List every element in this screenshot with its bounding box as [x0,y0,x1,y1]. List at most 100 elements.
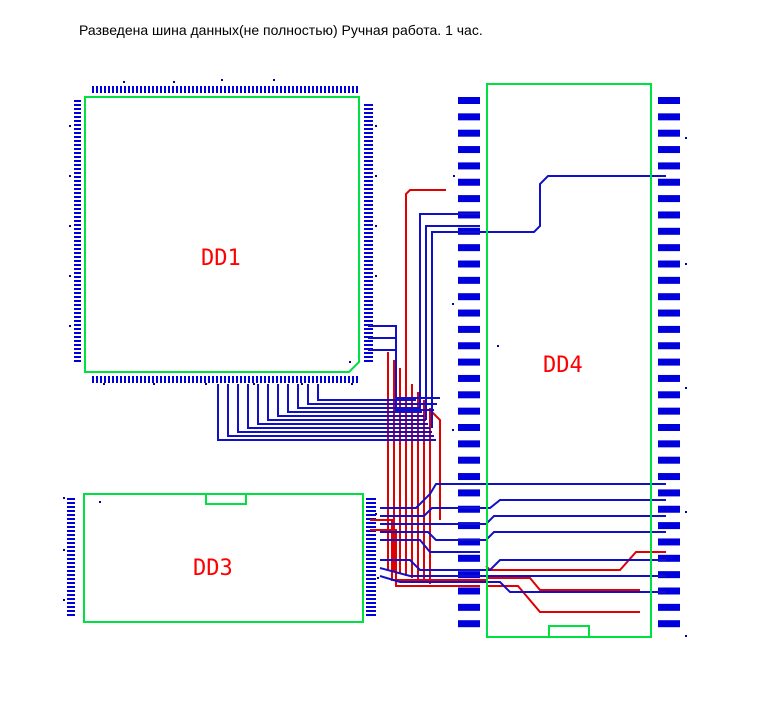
dd4-pad-left [458,554,480,562]
dd4-pad-left [458,129,480,137]
dd1-pad-bottom [256,376,258,383]
dd1-outline[interactable] [84,96,360,373]
dd1-pad-right [364,224,373,226]
dd3-dd4-trace-8[interactable] [379,575,666,593]
dd3-pad-right [366,574,376,576]
dd4-red-trace-1[interactable] [405,189,446,510]
dd4-pad-right [658,538,680,546]
dd3-pad-right [366,506,376,508]
dd1-pad-right [364,188,373,190]
dd3-dd4-trace-2[interactable] [380,499,666,517]
dd1-pad-right [364,252,373,254]
dd4-d0-trace[interactable] [419,213,480,412]
dd3-pad-right [366,550,376,552]
dd1-bus-trace[interactable] [247,384,430,429]
dd4-red-trace-4[interactable] [486,585,640,613]
dd1-pad-left [74,208,81,210]
dd1-bus-trace[interactable] [257,384,428,425]
dd1-bus-trace[interactable] [237,384,432,433]
dd3-pad-right [366,582,376,584]
dd1-pad-top [312,86,314,93]
dd4-pad-right [658,113,680,121]
dd1-bus-trace[interactable] [317,384,416,401]
dd1-pad-top [180,86,182,93]
dd1-pad-bottom [260,376,262,383]
dd3-pad-right [366,602,376,604]
dd1-bus-trace[interactable] [307,384,418,405]
dd1-pad-bottom [156,376,158,383]
dd4-pad-left [458,342,480,350]
dd1-pad-left [74,244,81,246]
via-dot [453,175,455,177]
dd4-pad-right [658,97,680,104]
dd1-bus-trace[interactable] [287,384,422,413]
dd4-long-trace[interactable] [431,175,666,428]
dd1-pad-left [74,192,81,194]
dd1-pad-bottom [248,376,250,383]
dd4-red-trace-5[interactable] [429,409,441,520]
dd1-pad-bottom [140,376,142,383]
dd1-pad-bottom [284,376,286,383]
dd1-pad-left [74,124,81,126]
dd1-pad-bottom [300,376,302,383]
dd3-dd4-trace-7[interactable] [379,567,666,577]
dd3-pad-left [67,578,75,580]
dd1-pad-right [364,256,373,258]
dd1-pad-left [74,200,81,202]
dd1-pad-left [74,116,81,118]
dd1-pad-bottom [172,376,174,383]
dd1-pad-top [228,86,230,93]
dd1-pad-left [74,228,81,230]
dd1-bus-trace[interactable] [277,384,424,417]
dd4-pad-right [658,146,680,154]
dd1-pad-left [74,260,81,262]
dd1-pad-left [74,336,81,338]
dd4-d1-trace[interactable] [425,225,480,420]
dd1-pad-bottom [244,376,246,383]
dd1-pad-right [364,104,373,106]
dd4-pad-right [658,603,680,611]
dd1-pad-top [196,86,198,93]
dd1-right-trace[interactable] [368,325,440,399]
dd1-pad-bottom [136,376,138,383]
dd3-pad-left [67,506,75,508]
dd1-pad-bottom [288,376,290,383]
dd1-pad-bottom [240,376,242,383]
dd1-pad-right [364,156,373,158]
dd3-dd4-trace-1[interactable] [380,483,666,509]
dd4-pad-left [458,538,480,546]
dd3-red-trace-2[interactable] [370,529,480,587]
dd4-red-trace-2[interactable] [485,551,666,571]
dd3-red-trace-1[interactable] [370,519,488,581]
dd1-pad-left [74,132,81,134]
dd1-pad-right [364,160,373,162]
dd3-pad-right [366,514,376,516]
dd1-pad-top [256,86,258,93]
dd1-pad-right [364,208,373,210]
dd3-dd4-trace-6[interactable] [380,559,666,571]
via-dots-layer [63,79,687,637]
dd1-pad-left [74,168,81,170]
dd1-pad-bottom [320,376,322,383]
dd1-pad-left [74,300,81,302]
dd1-pad-right [364,204,373,206]
dd4-red-trace-3[interactable] [486,577,640,591]
dd1-bus-trace[interactable] [297,384,420,409]
dd4-pad-left [458,162,480,170]
dd1-pad-top [300,86,302,93]
dd1-bus-trace[interactable] [227,384,434,437]
dd1-bus-trace[interactable] [217,384,436,441]
dd3-dd4-trace-3[interactable] [380,515,666,525]
dd1-pad-top [124,86,126,93]
dd1-pad-right [364,168,373,170]
dd1-pad-top [240,86,242,93]
dd4-pad-left [458,489,480,497]
dd1-bus-trace[interactable] [267,384,426,421]
dd1-pad-right [364,192,373,194]
dd1-pad-right [364,236,373,238]
dd1-right-trace[interactable] [368,349,434,411]
dd3-dd4-trace-5[interactable] [380,539,480,553]
dd1-pad-left [74,220,81,222]
dd4-designator: DD4 [543,353,583,378]
dd3-dd4-trace-4[interactable] [380,531,666,541]
